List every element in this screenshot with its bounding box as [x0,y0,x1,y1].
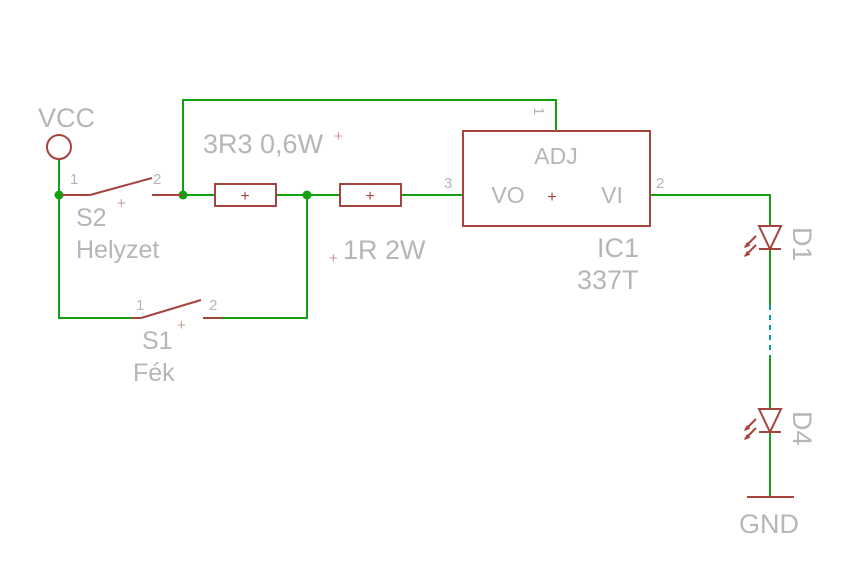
r2-value-label: 1R 2W [343,235,426,265]
s2-pin1-number: 1 [70,171,78,188]
s2-blade [89,177,153,196]
resistor-r1[interactable] [214,183,277,207]
d4-arrow1-head [744,425,751,431]
wire-adj-loop[interactable] [182,99,557,196]
r2-origin-mark: + [329,250,338,267]
r1-value-label: 3R3 0,6W [203,129,324,159]
r2-body-mark: + [365,188,374,205]
led-d1[interactable] [744,225,783,257]
r2-body [339,183,402,207]
resistor-r2[interactable] [339,183,402,207]
d4-name-label: D4 [787,411,817,446]
switch-s1[interactable] [131,299,222,319]
d1-arrow2-head [744,251,751,257]
vcc-symbol[interactable] [46,134,72,160]
s2-value-label: Helyzet [76,236,159,264]
wire-s1-right[interactable] [222,196,308,319]
vcc-circle-icon [46,134,72,160]
junction-dot [302,190,312,200]
s1-pin1-number: 1 [136,297,144,314]
wire-s1-left[interactable] [58,195,131,319]
r1-origin-mark: + [334,128,343,145]
ic1-pin3-number: 3 [444,175,452,192]
d4-triangle [757,408,783,435]
s1-name-label: S1 [142,327,173,355]
d4-arrow2-head [744,434,751,440]
s1-pin2-number: 2 [209,297,217,314]
s1-origin-mark: + [177,317,186,334]
ic1-regulator[interactable] [462,130,651,227]
ic1-body [462,130,651,227]
s2-name-label: S2 [76,204,107,232]
ic1-pin2-number: 2 [656,175,664,192]
d1-name-label: D1 [787,227,817,262]
nets [58,99,771,497]
ic1-pin1-number: 1 [530,107,547,115]
ic1-value-label: 337T [577,265,639,295]
ic1-adj-pin-label: ADJ [534,143,577,169]
ic1-origin-mark: + [547,189,556,206]
s1-blade [140,299,202,319]
vcc-label: VCC [38,103,95,133]
d1-triangle [757,225,783,252]
switch-s2[interactable] [62,177,183,196]
s2-origin-mark: + [117,195,126,212]
s2-pin2-number: 2 [153,171,161,188]
led-d4[interactable] [744,408,783,440]
ic1-name-label: IC1 [597,233,639,263]
gnd-label: GND [739,509,799,539]
s1-value-label: Fék [133,359,175,387]
junction-dot [54,190,64,200]
r1-body-mark: + [240,188,249,205]
d1-arrow1-head [744,242,751,248]
r1-body [214,183,277,207]
ic1-vo-pin-label: VO [491,182,524,208]
wire-ic-d1[interactable] [650,194,771,226]
ic1-vi-pin-label: VI [601,182,623,208]
